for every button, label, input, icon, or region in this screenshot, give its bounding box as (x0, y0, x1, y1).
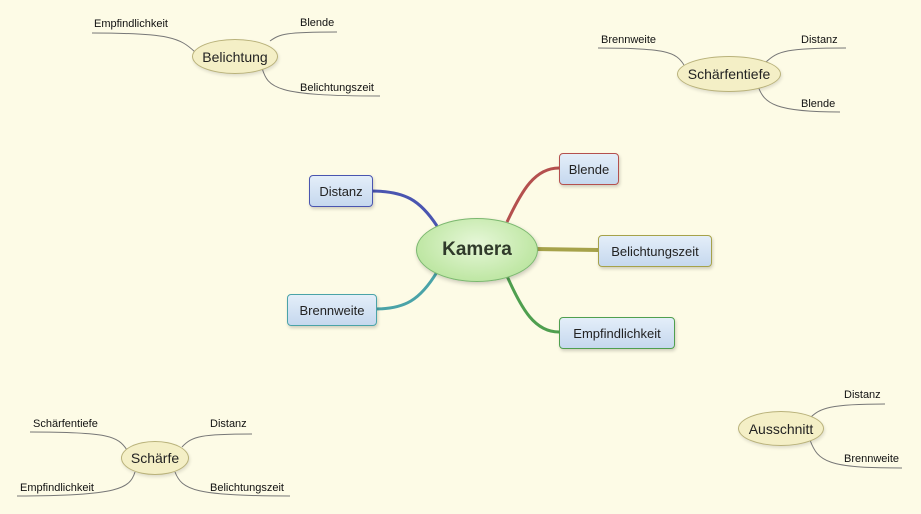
subtopic-brennweite[interactable]: Brennweite (601, 34, 657, 46)
central-topic-label: Kamera (442, 239, 512, 260)
connector-schaerfe-belichtungszeit (174, 471, 291, 497)
connector-schaerfentiefe-distanz (765, 47, 847, 63)
subtopic-schaerfentiefe[interactable]: Schärfentiefe (33, 418, 98, 430)
floating-topic-label: Schärfentiefe (687, 66, 771, 82)
topic-label: Brennweite (299, 302, 365, 318)
connector-ausschnitt-brennweite (809, 439, 903, 469)
connector-schaerfe-schaerfentiefe (29, 431, 128, 451)
subtopic-distanz[interactable]: Distanz (210, 418, 247, 430)
subtopic-empfindlichkeit[interactable]: Empfindlichkeit (20, 482, 94, 494)
topic-distanz[interactable]: Distanz (309, 175, 373, 207)
subtopic-empfindlichkeit[interactable]: Empfindlichkeit (94, 18, 168, 30)
connector-schaerfentiefe-brennweite (597, 47, 685, 66)
connector-schaerfe-empfindlichkeit (16, 471, 136, 497)
topic-label: Blende (568, 161, 610, 177)
connector-ausschnitt-distanz (809, 403, 886, 419)
subtopic-distanz[interactable]: Distanz (844, 389, 881, 401)
connector-belichtung-belichtungszeit (261, 67, 381, 97)
connector-schaerfe-distanz (181, 433, 253, 448)
subtopic-brennweite[interactable]: Brennweite (844, 453, 900, 465)
topic-label: Empfindlichkeit (573, 325, 661, 341)
branch-line-belichtungszeit (534, 247, 599, 252)
topic-belichtungszeit[interactable]: Belichtungszeit (598, 235, 712, 267)
connector-belichtung-empfindlichkeit (91, 32, 196, 53)
subtopic-blende[interactable]: Blende (801, 98, 836, 110)
branch-line-brennweite (374, 271, 439, 311)
subtopic-belichtungszeit[interactable]: Belichtungszeit (210, 482, 284, 494)
branch-line-empfindlichkeit (505, 275, 560, 334)
branch-line-blende (505, 166, 560, 223)
connector-schaerfentiefe-blende (757, 85, 841, 113)
branch-line-distanz (370, 189, 439, 227)
topic-empfindlichkeit[interactable]: Empfindlichkeit (559, 317, 675, 349)
topic-label: Belichtungszeit (611, 243, 699, 259)
floating-topic-label: Belichtung (202, 48, 268, 65)
subtopic-distanz[interactable]: Distanz (801, 34, 838, 46)
central-topic[interactable]: Kamera (416, 218, 538, 282)
connector-belichtung-blende (269, 31, 338, 42)
floating-topic-belichtung[interactable]: Belichtung (192, 39, 278, 74)
floating-topic-schaerfe[interactable]: Schärfe (121, 441, 189, 475)
topic-label: Distanz (319, 183, 363, 199)
floating-topic-schaerfentiefe[interactable]: Schärfentiefe (677, 56, 781, 92)
floating-topic-label: Schärfe (130, 450, 180, 466)
subtopic-belichtungszeit[interactable]: Belichtungszeit (300, 82, 374, 94)
topic-blende[interactable]: Blende (559, 153, 619, 185)
subtopic-blende[interactable]: Blende (300, 17, 335, 29)
topic-brennweite[interactable]: Brennweite (287, 294, 377, 326)
floating-topic-label: Ausschnitt (748, 420, 814, 437)
floating-topic-ausschnitt[interactable]: Ausschnitt (738, 411, 824, 446)
